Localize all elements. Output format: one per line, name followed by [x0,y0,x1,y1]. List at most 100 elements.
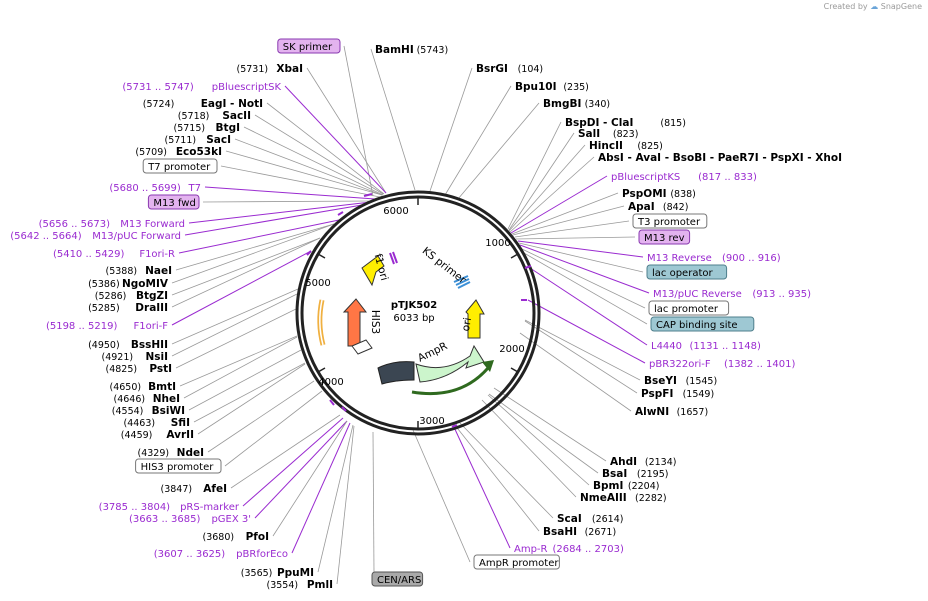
label-bseyi[interactable]: BseYI(1545) [644,375,717,387]
label-afei[interactable]: AfeI(3847) [161,483,227,495]
label-lac-operator[interactable]: lac operator [646,264,728,280]
label-avrii[interactable]: AvrII(4459) [121,429,194,441]
label-sacii[interactable]: SacII(5718) [178,110,251,122]
label-m13-puc-forward[interactable]: M13/pUC Forward (5642 .. 5664) [10,231,181,242]
primer-position: (5642 .. 5664) [10,231,82,242]
label-pmli[interactable]: PmlI(3554) [267,579,333,591]
label-nsii[interactable]: NsiI(4921) [102,351,168,363]
label-bsrgi[interactable]: BsrGI(104) [476,63,543,75]
label-lac-promoter[interactable]: lac promoter [648,300,730,316]
label-l4440[interactable]: L4440(1131 .. 1148) [651,341,761,352]
label-pspomi[interactable]: PspOMI(838) [622,188,696,200]
label-t7-promoter[interactable]: T7 promoter [142,158,218,174]
label-bamhi[interactable]: BamHI(5743) [375,44,448,56]
label-xbai[interactable]: XbaI(5731) [237,63,303,75]
snapgene-logo-icon: ☁ [870,2,879,11]
enzyme-name: BtgZI [136,290,168,302]
label-cap-binding-site[interactable]: CAP binding site [650,316,755,332]
label-psti[interactable]: PstI(4825) [106,363,172,375]
primer-position: (5731 .. 5747) [122,82,194,93]
enzyme-name: AvrII [166,429,194,441]
connector-t3-promoter [514,220,630,238]
label-m13-fwd[interactable]: M13 fwd [147,194,200,210]
enzyme-name: BsrGI [476,63,508,75]
primer-position: (1382 .. 1401) [724,359,796,370]
label-naei[interactable]: NaeI(5388) [106,265,172,277]
label-pfoi[interactable]: PfoI(3680) [203,531,269,543]
label-btgzi[interactable]: BtgZI(5286) [95,290,168,302]
label-pbluescriptks[interactable]: pBluescriptKS(817 .. 833) [611,172,757,183]
label-f1ori-f[interactable]: F1ori-F(5198 .. 5219) [46,321,168,332]
label-bpu10i[interactable]: Bpu10I(235) [515,81,589,93]
label-ngomiv[interactable]: NgoMIV(5386) [88,278,169,290]
primer-position: (5198 .. 5219) [46,321,118,332]
label-alwni[interactable]: AlwNI(1657) [635,406,708,418]
label-pbr322ori-f[interactable]: pBR322ori-F(1382 .. 1401) [649,359,796,370]
label-pbrforeco[interactable]: pBRforEco(3607 .. 3625) [154,549,288,560]
primer-position: (3663 .. 3685) [129,514,201,525]
label-bsahi[interactable]: BsaHI(2671) [543,526,616,538]
connector-pgex-3 [254,420,348,519]
primer-name: L4440 [651,341,682,352]
label-bsiwi[interactable]: BsiWI(4554) [112,405,185,417]
cen-ars-block[interactable] [377,361,415,385]
label-saci[interactable]: SacI(5711) [165,134,231,146]
connector-scai [457,420,554,519]
label-m13-reverse[interactable]: M13 Reverse(900 .. 916) [647,253,781,264]
feature-label-ampr: AmpR [416,340,449,365]
label-bsshii[interactable]: BssHII(4950) [88,339,168,351]
label-pgex-3[interactable]: pGEX 3'(3663 .. 3685) [129,514,251,525]
label-btgi[interactable]: BtgI(5715) [174,122,240,134]
his3-promoter-arrow[interactable] [351,339,373,355]
enzyme-position: (815) [660,118,686,129]
label-bpmi[interactable]: BpmI(2204) [593,480,659,492]
label-ampr-promoter[interactable]: AmpR promoter [473,554,560,570]
label-ahdi[interactable]: AhdI(2134) [610,456,676,468]
label-sfii[interactable]: SfiI(4463) [124,417,190,429]
label-eco53ki[interactable]: Eco53kI(5709) [135,146,222,158]
label-f1ori-r[interactable]: F1ori-R(5410 .. 5429) [53,249,175,260]
label-prs-marker[interactable]: pRS-marker(3785 .. 3804) [99,502,240,513]
label-absi-avai-bsobi-paer7i-pspxi-xhoi[interactable]: AbsI - AvaI - BsoBI - PaeR7I - PspXI - X… [598,152,928,164]
label-t3-promoter[interactable]: T3 promoter [632,213,708,229]
label-apai[interactable]: ApaI(842) [628,201,688,213]
label-scai[interactable]: ScaI(2614) [557,513,623,525]
label-m13-forward[interactable]: M13 Forward(5656 .. 5673) [39,219,185,230]
label-nmeaiii[interactable]: NmeAIII(2282) [580,492,667,504]
his3-arrow[interactable] [342,298,368,347]
label-bspdi-clai[interactable]: BspDI - ClaI(815) [565,117,686,129]
label-m13-puc-reverse[interactable]: M13/pUC Reverse(913 .. 935) [653,289,811,300]
label-eagi-noti[interactable]: EagI - NotI(5724) [143,98,263,110]
label-t7[interactable]: T7(5680 .. 5699) [109,183,201,194]
label-nhei[interactable]: NheI(4646) [114,393,180,405]
label-m13-rev[interactable]: M13 rev [638,229,691,245]
label-bsai[interactable]: BsaI(2195) [602,468,668,480]
label-sk-primer[interactable]: SK primer [277,38,341,54]
ori-arrow[interactable] [465,299,485,339]
label-cen-ars[interactable]: CEN/ARS [371,571,424,587]
enzyme-position: (1545) [686,376,718,387]
enzyme-position: (1657) [677,407,709,418]
connector-eagi-noti [266,102,385,195]
label-bmgbi[interactable]: BmgBI(340) [543,98,610,110]
enzyme-name: XbaI [276,63,303,75]
label-bmti[interactable]: BmtI(4650) [110,381,176,393]
connector-pspfi [524,320,638,394]
f1-ori-arrow[interactable] [361,255,385,287]
label-pbluescriptsk[interactable]: pBluescriptSK(5731 .. 5747) [122,82,281,93]
label-ppumi[interactable]: PpuMI(3565) [241,567,314,579]
connector-t7-promoter [220,165,381,198]
label-amp-r[interactable]: Amp-R(2684 .. 2703) [514,544,624,555]
ampr-arrow[interactable] [415,344,485,383]
label-his3-promoter[interactable]: HIS3 promoter [135,458,222,474]
label-hincii[interactable]: HincII(825) [589,140,663,152]
label-ndei[interactable]: NdeI(4329) [138,447,204,459]
label-pspfi[interactable]: PspFI(1549) [641,388,714,400]
connector-ppumi [317,424,354,573]
enzyme-name: BsiWI [152,405,185,417]
label-draiii[interactable]: DraIII(5285) [88,302,168,314]
primer-name: M13/pUC Forward [92,231,181,242]
label-sali[interactable]: SalI(823) [578,128,638,140]
connector-ngomiv [171,223,335,284]
connector-cap-binding-site [523,252,648,325]
